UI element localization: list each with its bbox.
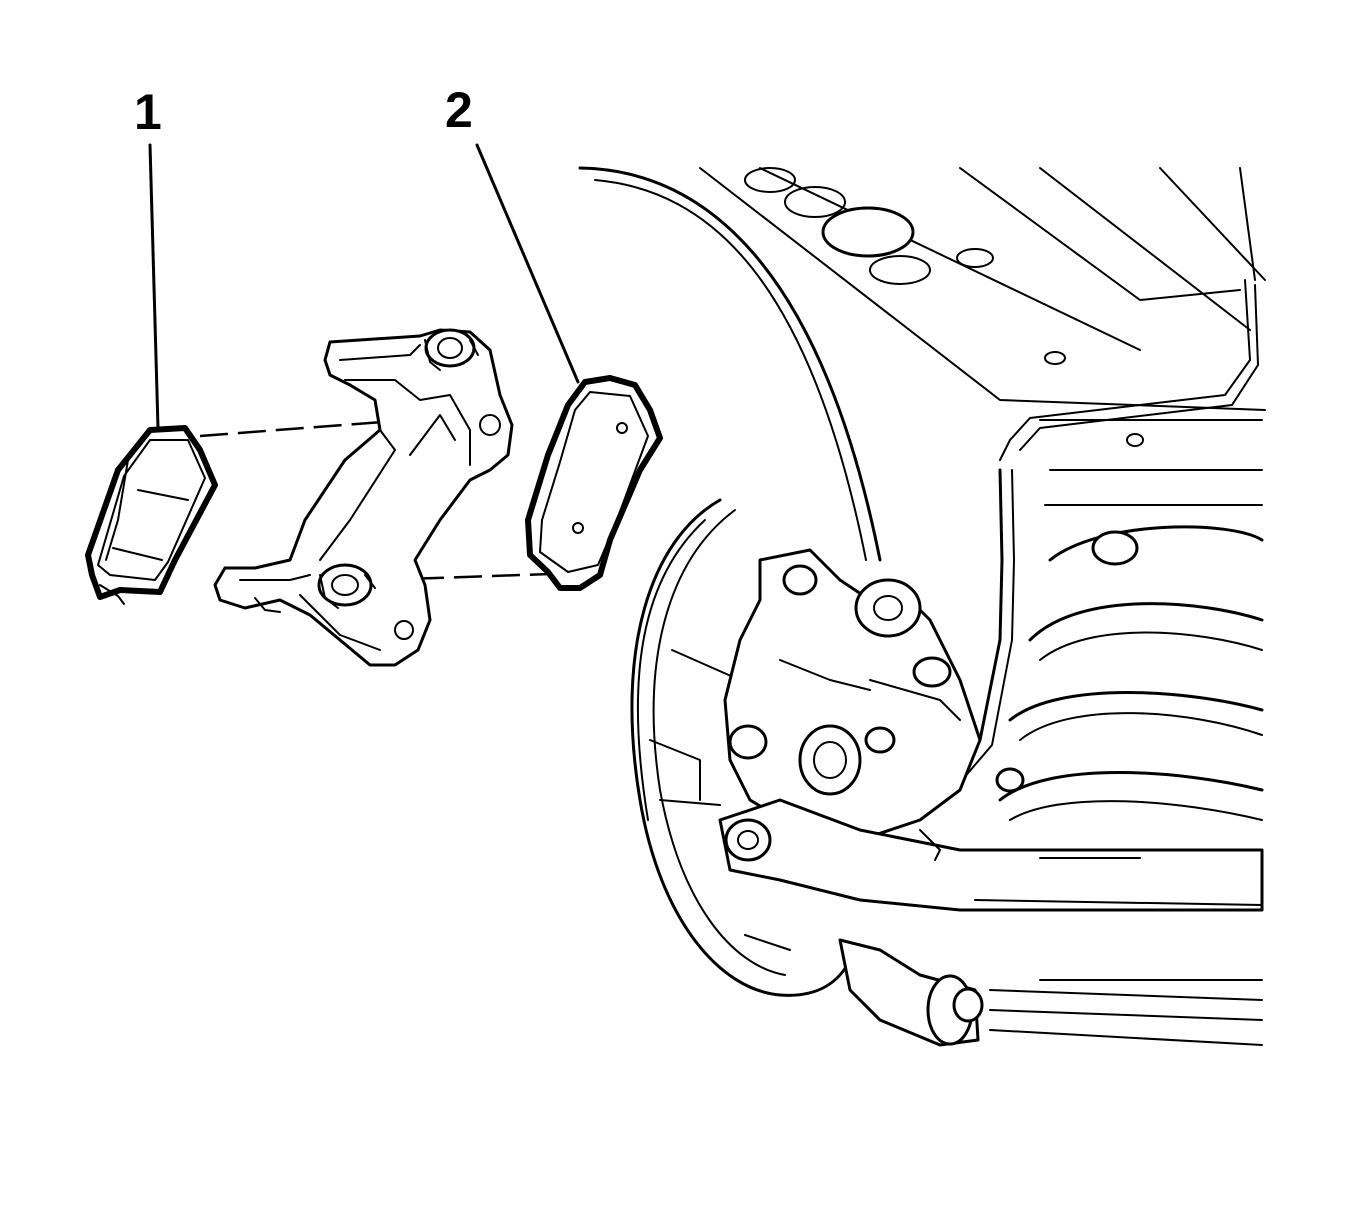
- callout-2-label: 2: [445, 82, 473, 138]
- callout-1-label: 1: [134, 84, 162, 140]
- trailing-arm-bushing: [838, 938, 1263, 1047]
- bracket-upper-bolt: [424, 328, 479, 371]
- alignment-line-lower: [377, 572, 551, 582]
- steering-knuckle: [723, 548, 1025, 842]
- brake-rotor-shield: [630, 498, 852, 997]
- callout-1-leader: [148, 143, 160, 430]
- vehicle-body: [578, 166, 1266, 562]
- bracket-lower-bolt: [317, 563, 376, 609]
- callout-2-leader: [475, 143, 580, 384]
- inner-brake-pad: [525, 375, 663, 591]
- caliper-bracket: [213, 328, 514, 667]
- alignment-line-upper: [199, 420, 383, 438]
- coil-spring: [998, 419, 1264, 821]
- lower-control-arm: [718, 798, 1264, 912]
- outer-brake-pad: [85, 425, 218, 605]
